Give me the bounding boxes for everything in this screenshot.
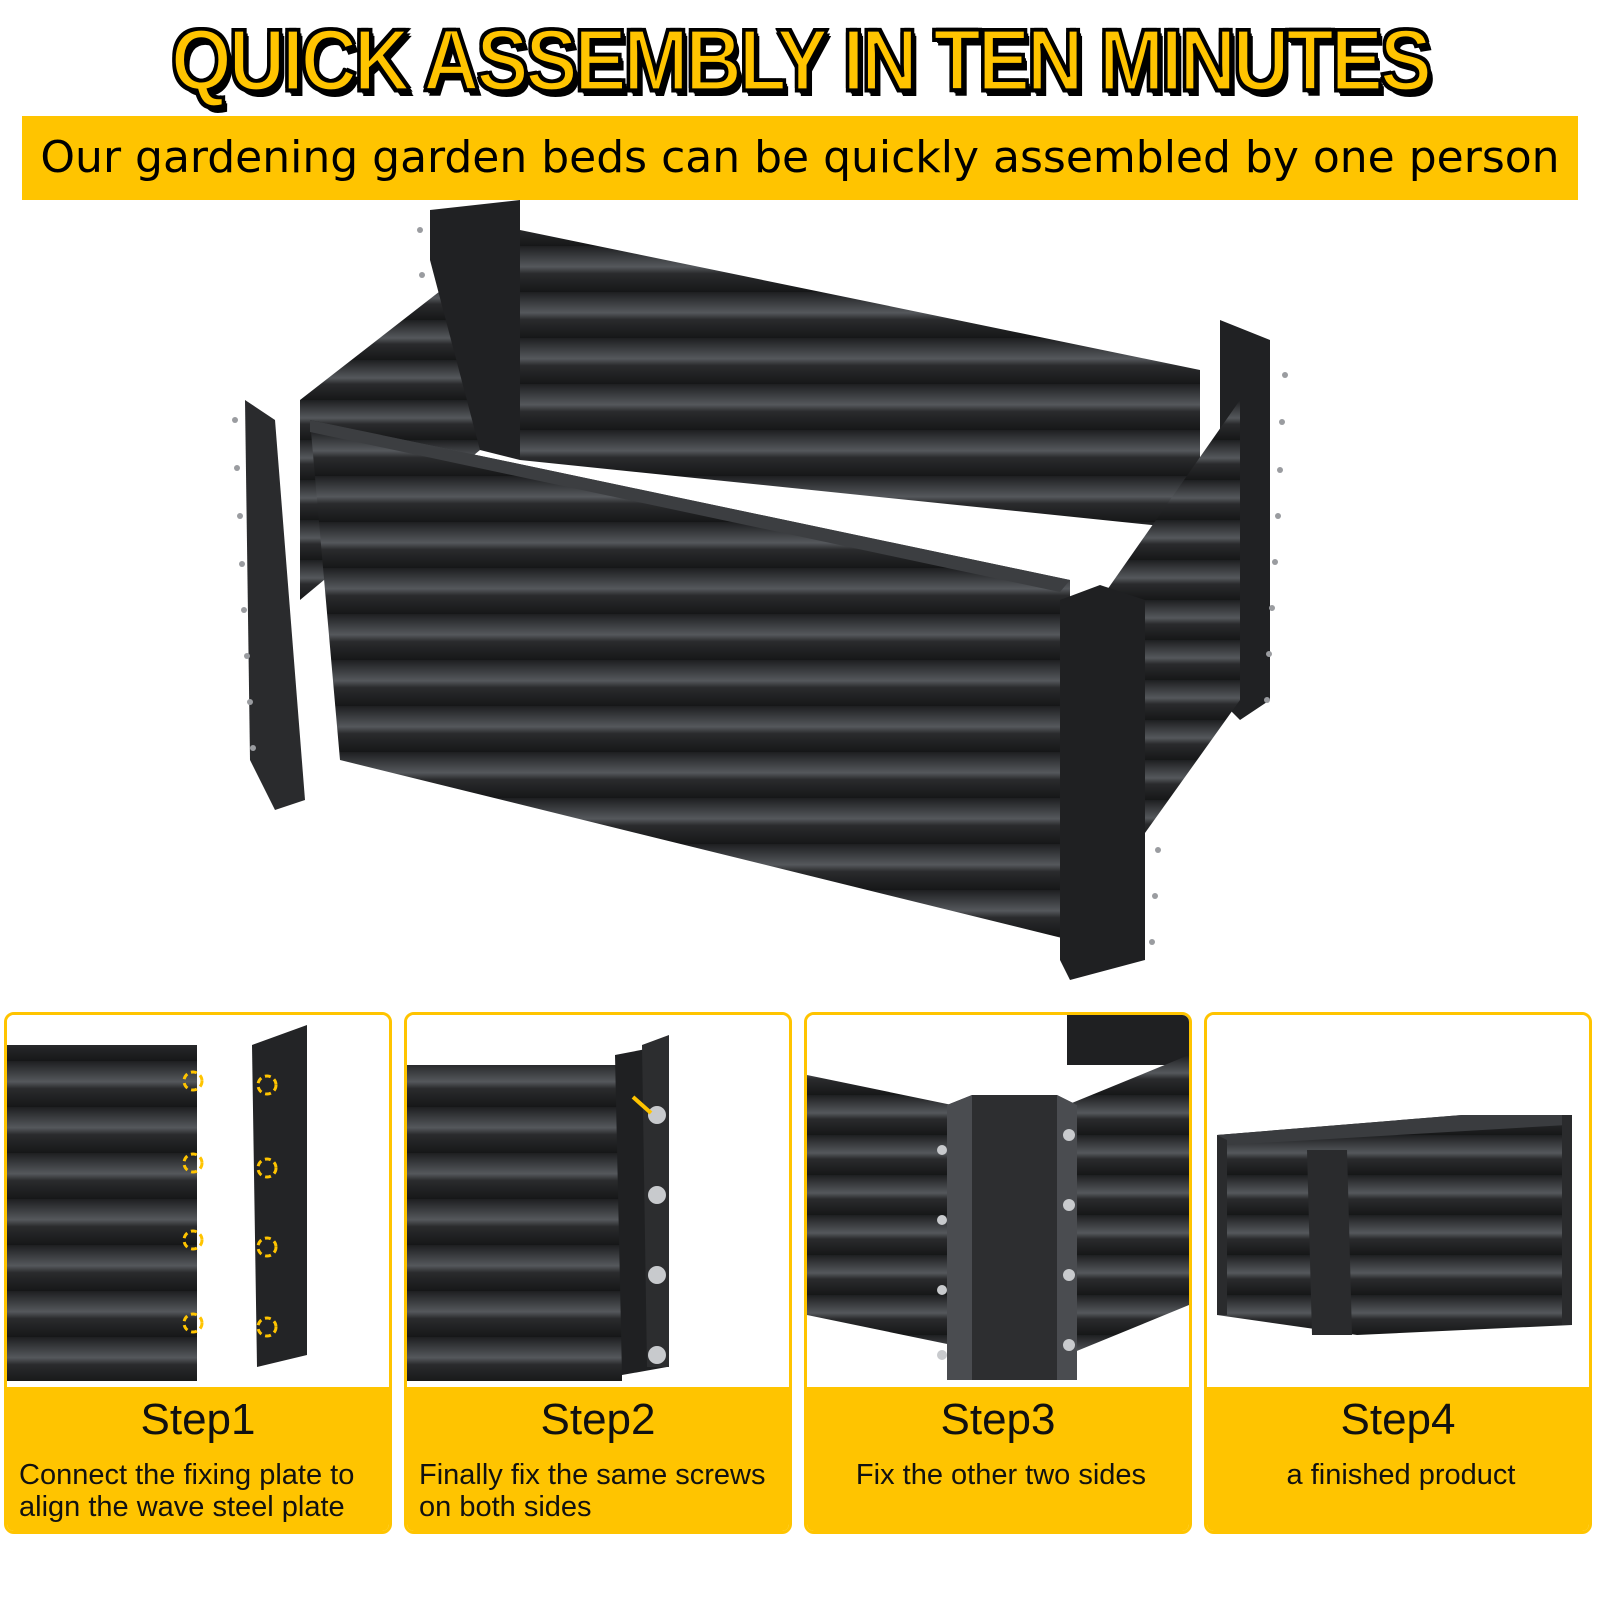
step4-image xyxy=(1207,1015,1589,1387)
step1-caption: Step1 Connect the fixing plate to align … xyxy=(7,1387,389,1531)
step3-title: Step3 xyxy=(940,1395,1056,1444)
step4-desc: a finished product xyxy=(1286,1459,1516,1491)
subtitle-banner: Our gardening garden beds can be quickly… xyxy=(22,116,1578,200)
exploded-bed-drawing xyxy=(232,200,1288,980)
step-card-3: Step3 Fix the other two sides xyxy=(804,1012,1192,1534)
step-card-2: Step2 Finally fix the same screws on bot… xyxy=(404,1012,792,1534)
fixing-plate-loose xyxy=(245,400,305,810)
headline: QUICK ASSEMBLY IN TEN MINUTES xyxy=(170,9,1434,111)
step2-caption: Step2 Finally fix the same screws on bot… xyxy=(407,1387,789,1531)
back-panel xyxy=(520,230,1200,530)
step2-title: Step2 xyxy=(540,1395,656,1444)
step3-desc: Fix the other two sides xyxy=(855,1459,1147,1491)
exploded-garden-bed-illustration xyxy=(200,200,1310,1000)
step1-image xyxy=(7,1015,389,1387)
step-card-4: Step4 a finished product xyxy=(1204,1012,1592,1534)
step3-caption: Step3 Fix the other two sides xyxy=(807,1387,1189,1531)
fixing-plate-front-right xyxy=(1060,585,1145,980)
subtitle-text: Our gardening garden beds can be quickly… xyxy=(40,132,1560,183)
step4-title: Step4 xyxy=(1340,1395,1456,1444)
step-card-1: Step1 Connect the fixing plate to align … xyxy=(4,1012,392,1534)
step4-caption: Step4 a finished product xyxy=(1207,1387,1589,1531)
step3-image xyxy=(807,1015,1189,1387)
step1-desc: Connect the fixing plate to align the wa… xyxy=(19,1459,355,1523)
fixing-plate-back-left xyxy=(430,200,520,460)
step2-image xyxy=(407,1015,789,1387)
step2-desc: Finally fix the same screws on both side… xyxy=(419,1459,766,1523)
step1-title: Step1 xyxy=(140,1395,256,1444)
